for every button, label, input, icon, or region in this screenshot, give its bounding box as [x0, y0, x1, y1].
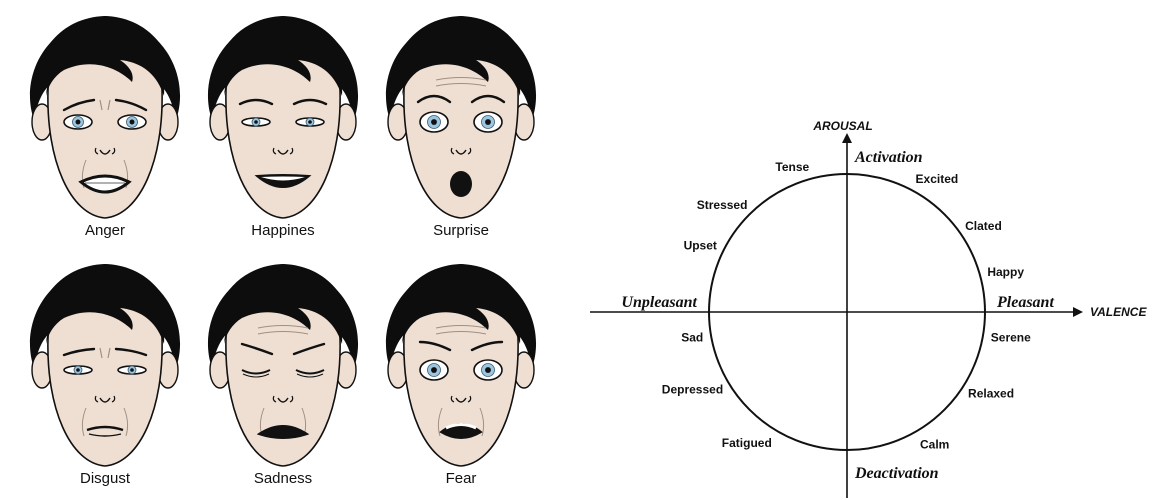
anger-face-illustration — [20, 10, 190, 225]
pleasant-label: Pleasant — [996, 294, 1054, 311]
emotion-label-happy: Happy — [987, 265, 1024, 279]
emotion-label-fatigued: Fatigued — [722, 436, 772, 450]
face-label-anger: Anger — [20, 222, 190, 239]
happiness-face-illustration — [198, 10, 368, 225]
face-surprise: Surprise — [376, 10, 546, 250]
arousal-arrowhead — [842, 133, 852, 143]
emotion-label-serene: Serene — [991, 330, 1031, 344]
face-label-fear: Fear — [376, 470, 546, 487]
surprise-face-illustration — [376, 10, 546, 225]
emotion-label-depressed: Depressed — [662, 382, 723, 396]
emotion-label-tense: Tense — [775, 160, 809, 174]
face-disgust: Disgust — [20, 258, 190, 498]
valence-axis-label: VALENCE — [1090, 305, 1147, 319]
deactivation-label: Deactivation — [854, 465, 939, 482]
emotion-label-sad: Sad — [681, 330, 703, 344]
arousal-axis-label: AROUSAL — [812, 119, 872, 133]
face-happiness: Happines — [198, 10, 368, 250]
fear-face-illustration — [376, 258, 546, 473]
valence-arrowhead — [1073, 307, 1083, 317]
face-label-surprise: Surprise — [376, 222, 546, 239]
face-fear: Fear — [376, 258, 546, 498]
face-label-happiness: Happines — [198, 222, 368, 239]
face-label-disgust: Disgust — [20, 470, 190, 487]
unpleasant-label: Unpleasant — [621, 294, 697, 311]
face-label-sadness: Sadness — [198, 470, 368, 487]
face-sadness: Sadness — [198, 258, 368, 498]
emotion-label-clated: Clated — [965, 219, 1002, 233]
disgust-face-illustration — [20, 258, 190, 473]
emotion-label-upset: Upset — [684, 239, 717, 253]
face-anger: Anger — [20, 10, 190, 250]
emotion-label-excited: Excited — [916, 172, 959, 186]
sadness-face-illustration — [198, 258, 368, 473]
emotion-label-calm: Calm — [920, 437, 949, 451]
emotion-label-relaxed: Relaxed — [968, 387, 1014, 401]
emotion-label-stressed: Stressed — [697, 198, 748, 212]
activation-label: Activation — [854, 149, 923, 166]
